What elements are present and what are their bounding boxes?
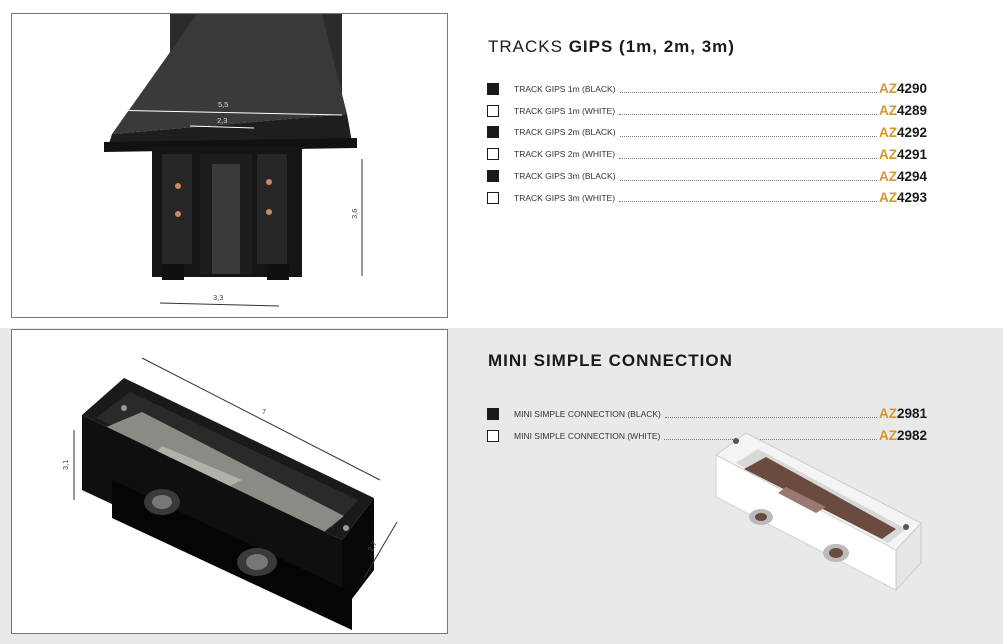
- tracks-gips-product-list: TRACK GIPS 1m (BLACK) AZ4290 TRACK GIPS …: [487, 78, 927, 209]
- color-swatch-black: [487, 170, 499, 183]
- product-row-track-gips-2m-black: TRACK GIPS 2m (BLACK) AZ4292: [487, 122, 927, 144]
- product-label: TRACK GIPS 2m (WHITE): [514, 149, 616, 160]
- track-gips-photo-frame: 5,5 2,3 3,6 3,3: [11, 13, 448, 318]
- mini-connection-photo: 7 3,1 2,7: [61, 357, 398, 630]
- product-label: MINI SIMPLE CONNECTION (WHITE): [514, 430, 661, 441]
- color-swatch-black: [487, 407, 499, 420]
- product-row-mini-connection-black: MINI SIMPLE CONNECTION (BLACK) AZ2981: [487, 403, 927, 425]
- dim-width-top: 5,5: [218, 100, 228, 109]
- dotted-leader: [664, 439, 877, 441]
- product-code: AZ2982: [878, 428, 927, 444]
- white-connector-photo: [715, 432, 922, 592]
- color-swatch-white: [487, 148, 499, 161]
- track-gips-photo: 5,5 2,3 3,6 3,3: [103, 14, 363, 307]
- product-label: TRACK GIPS 3m (WHITE): [514, 192, 616, 203]
- dotted-leader: [619, 179, 877, 181]
- dim-inner: 2,3: [217, 116, 227, 125]
- product-label: MINI SIMPLE CONNECTION (BLACK): [514, 408, 661, 419]
- product-row-track-gips-3m-white: TRACK GIPS 3m (WHITE) AZ4293: [487, 187, 927, 209]
- dotted-leader: [619, 157, 877, 159]
- dotted-leader: [619, 201, 877, 203]
- title-main: GIPS (1m, 2m, 3m): [568, 37, 735, 56]
- dotted-leader: [619, 92, 877, 94]
- product-code: AZ4294: [878, 168, 927, 184]
- product-code: AZ4289: [878, 103, 927, 119]
- product-label: TRACK GIPS 2m (BLACK): [514, 127, 616, 138]
- color-swatch-black: [487, 126, 499, 139]
- product-code: AZ4292: [878, 124, 927, 140]
- product-row-mini-connection-white: MINI SIMPLE CONNECTION (WHITE) AZ2982: [487, 425, 927, 447]
- dotted-leader: [619, 135, 877, 137]
- color-swatch-white: [487, 104, 499, 117]
- product-label: TRACK GIPS 1m (WHITE): [514, 105, 616, 116]
- mini-connection-photo-frame: 7 3,1 2,7: [11, 329, 448, 634]
- color-swatch-white: [487, 429, 499, 442]
- product-row-track-gips-1m-white: TRACK GIPS 1m (WHITE) AZ4289: [487, 100, 927, 122]
- title-prefix: TRACKS: [488, 37, 569, 56]
- dim-height-connector: 3,1: [61, 460, 70, 470]
- product-label: TRACK GIPS 3m (BLACK): [514, 171, 616, 182]
- product-label: TRACK GIPS 1m (BLACK): [514, 83, 616, 94]
- dim-width-bottom: 3,3: [213, 293, 223, 302]
- section-title-tracks-gips: TRACKS GIPS (1m, 2m, 3m): [488, 37, 735, 57]
- color-swatch-white: [487, 191, 499, 204]
- color-swatch-black: [487, 82, 499, 95]
- product-code: AZ2981: [878, 406, 927, 422]
- product-code: AZ4291: [878, 146, 927, 162]
- product-code: AZ4290: [878, 81, 927, 97]
- dotted-leader: [664, 417, 877, 419]
- dim-height: 3,6: [350, 209, 359, 219]
- product-row-track-gips-3m-black: TRACK GIPS 3m (BLACK) AZ4294: [487, 165, 927, 187]
- mini-connection-product-list: MINI SIMPLE CONNECTION (BLACK) AZ2981 MI…: [487, 403, 927, 447]
- dotted-leader: [619, 114, 877, 116]
- dim-length: 7: [262, 407, 266, 416]
- product-row-track-gips-2m-white: TRACK GIPS 2m (WHITE) AZ4291: [487, 143, 927, 165]
- product-row-track-gips-1m-black: TRACK GIPS 1m (BLACK) AZ4290: [487, 78, 927, 100]
- product-code: AZ4293: [878, 190, 927, 206]
- section-title-mini-simple-connection: MINI SIMPLE CONNECTION: [488, 351, 733, 370]
